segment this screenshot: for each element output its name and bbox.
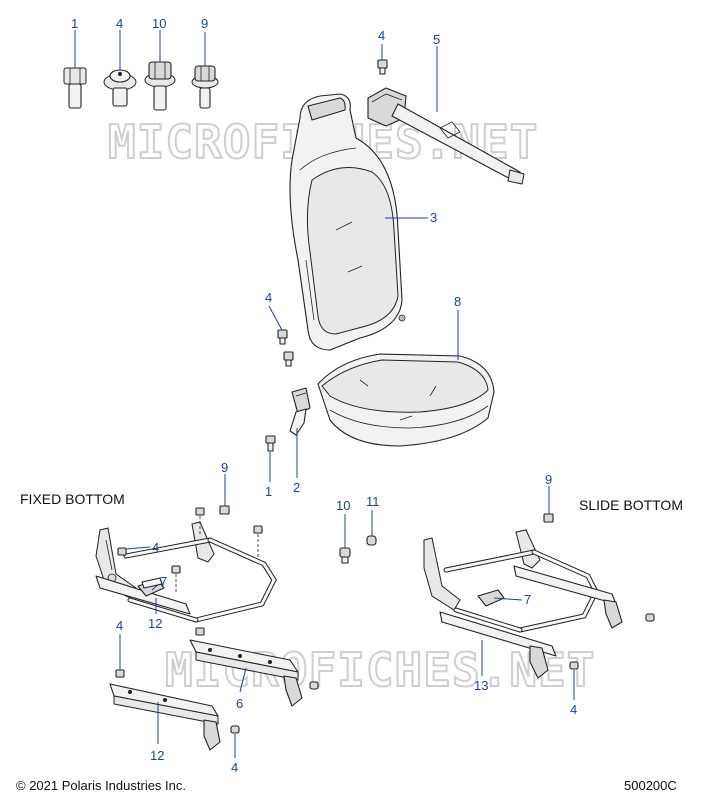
small-bolt-icon <box>283 351 294 367</box>
callout-1-top: 1 <box>71 16 78 31</box>
callout-10-top: 10 <box>152 16 166 31</box>
callout-1-buckle: 1 <box>265 484 272 499</box>
seat-rail-6 <box>189 639 303 707</box>
small-bolt-icon <box>195 507 205 534</box>
callout-9-top: 9 <box>201 16 208 31</box>
seat-back <box>289 93 406 351</box>
small-bolt-icon <box>543 513 554 523</box>
callout-4-rail: 4 <box>116 618 123 633</box>
small-bolt-icon <box>377 59 388 75</box>
small-bolt-icon <box>219 505 230 515</box>
small-bolt-icon <box>277 329 288 345</box>
seat-belt-retractor <box>367 87 525 185</box>
callout-7-slide: 7 <box>524 592 531 607</box>
washer-screw-icon <box>103 69 137 107</box>
small-nut-icon <box>645 613 655 622</box>
callout-8: 8 <box>454 294 461 309</box>
callout-4-fixed: 4 <box>152 540 159 555</box>
callout-6: 6 <box>236 696 243 711</box>
nut-icon <box>366 535 377 546</box>
small-bolt-icon <box>253 525 263 558</box>
callout-4-top: 4 <box>116 16 123 31</box>
callout-11-mid: 11 <box>366 494 380 509</box>
callout-9-slide: 9 <box>545 472 552 487</box>
lever-icon <box>141 577 163 589</box>
callout-4-lower: 4 <box>231 760 238 775</box>
small-nut-icon <box>309 681 319 690</box>
small-bolt-icon <box>117 547 127 556</box>
callout-2: 2 <box>293 480 300 495</box>
callout-4-back: 4 <box>265 290 272 305</box>
flange-bolt-icon <box>191 65 219 109</box>
small-bolt-icon <box>195 627 205 636</box>
fixed-bottom-label: FIXED BOTTOM <box>20 491 125 507</box>
small-bolt-icon <box>115 669 125 678</box>
seat-cushion <box>317 353 495 447</box>
small-nut-icon <box>230 725 240 734</box>
flange-bolt-icon <box>339 547 351 564</box>
callout-3: 3 <box>430 210 437 225</box>
callout-7-fixed: 7 <box>160 574 167 589</box>
callout-9-fixed: 9 <box>221 460 228 475</box>
callout-4-slide: 4 <box>570 702 577 717</box>
callout-4-belt: 4 <box>378 28 385 43</box>
small-nut-icon <box>569 661 579 670</box>
flange-bolt-icon <box>144 61 176 111</box>
fixed-seat-frame <box>95 521 277 623</box>
seat-belt-buckle <box>289 387 311 436</box>
slide-seat-frame <box>423 529 623 679</box>
diagram-code: 500200C <box>624 778 677 793</box>
copyright-text: © 2021 Polaris Industries Inc. <box>16 778 186 793</box>
seat-rail-12 <box>109 683 221 751</box>
callout-12-fixed: 12 <box>148 616 162 631</box>
small-bolt-icon <box>265 435 276 452</box>
small-bolt-icon <box>171 565 181 592</box>
hex-bolt-icon <box>63 67 87 109</box>
callouts: 1 4 10 9 4 5 3 4 8 1 2 9 4 7 12 10 11 4 … <box>71 16 577 775</box>
callout-13-slide: 13 <box>474 678 488 693</box>
callout-12-lower: 12 <box>150 748 164 763</box>
slide-bottom-label: SLIDE BOTTOM <box>579 497 683 513</box>
callout-5: 5 <box>433 32 440 47</box>
callout-10-mid: 10 <box>336 498 350 513</box>
